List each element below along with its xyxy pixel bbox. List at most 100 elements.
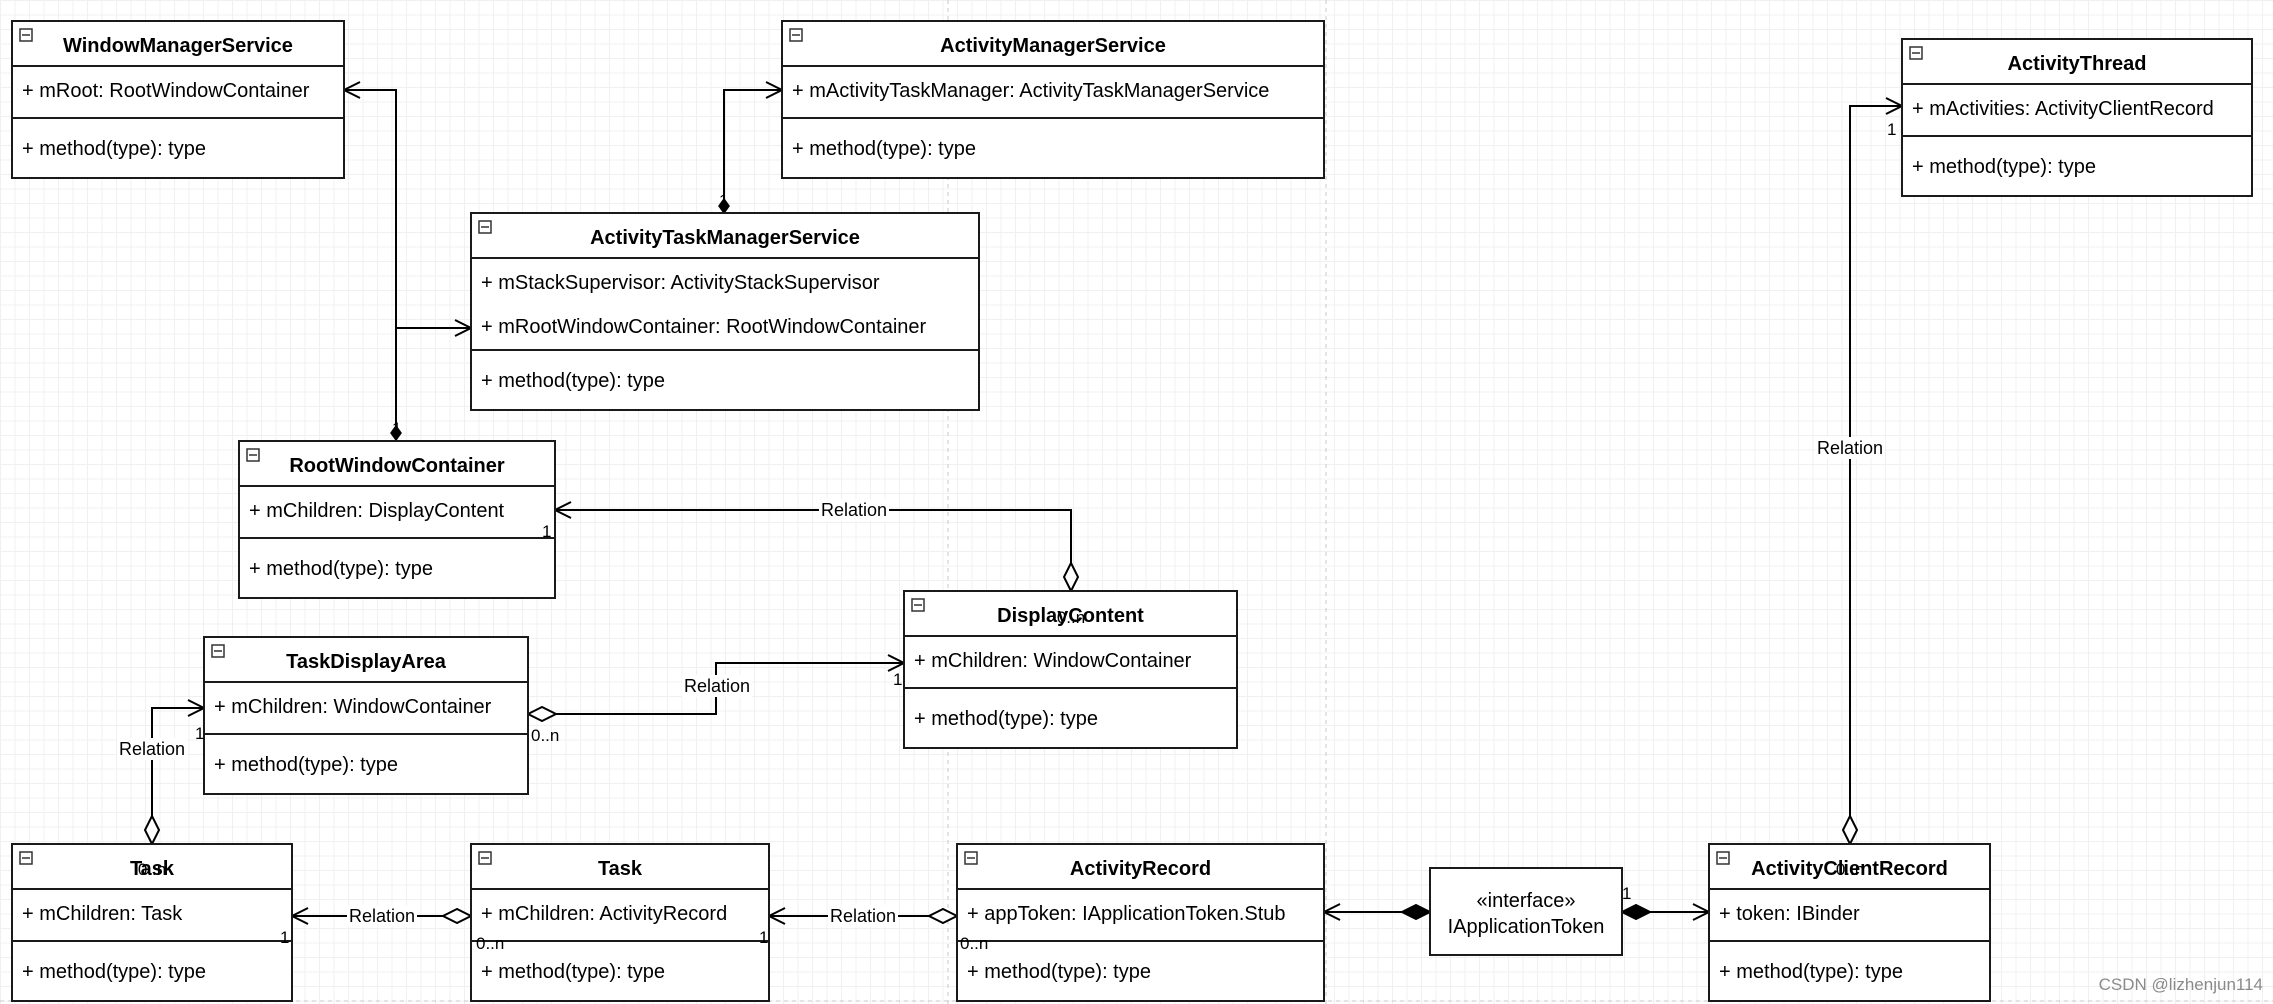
multiplicity-label: 0..n [960, 934, 988, 953]
class-method: + method(type): type [214, 754, 398, 776]
interface-name: IApplicationToken [1448, 916, 1605, 938]
class-title: Task [130, 858, 175, 880]
svg-text:Relation: Relation [1817, 438, 1883, 458]
class-box-frame [203, 636, 529, 795]
class-method: + method(type): type [249, 558, 433, 580]
collapse-toggle-icon[interactable] [1909, 46, 1923, 60]
class-box[interactable]: ActivityRecord+ appToken: IApplicationTo… [956, 843, 1325, 1002]
class-attribute: + mChildren: WindowContainer [914, 650, 1192, 672]
class-method: + method(type): type [1719, 961, 1903, 983]
class-box[interactable]: Task + mChildren: ActivityRecord + method(… [470, 843, 770, 1002]
multiplicity-label: 1 [719, 191, 728, 210]
relation-line[interactable] [1850, 106, 1902, 844]
class-box-frame [781, 20, 1325, 179]
svg-text:Relation: Relation [684, 676, 750, 696]
multiplicity-label: 1 [759, 928, 768, 947]
relation-label: Relation [1814, 437, 1886, 459]
multiplicity-label: 1 [280, 928, 289, 947]
class-method: + method(type): type [481, 961, 665, 983]
class-title: WindowManagerService [63, 35, 293, 57]
class-box-frame [11, 20, 345, 179]
class-box-frame [470, 212, 980, 411]
collapse-toggle-icon[interactable] [211, 644, 225, 658]
class-attribute: + mRootWindowContainer: RootWindowContai… [481, 316, 927, 338]
class-box[interactable]: TaskDisplayArea+ mChildren: WindowContai… [203, 636, 529, 795]
class-box-frame [470, 843, 770, 1002]
class-box[interactable]: ActivityClientRecord+ token: IBinder+ me… [1708, 843, 1991, 1002]
watermark: CSDN @lizhenjun114 [2099, 975, 2263, 994]
class-attribute: + mChildren: ActivityRecord [481, 903, 727, 925]
class-box[interactable]: WindowManagerService + mRoot: RootWindowC… [11, 20, 345, 179]
multiplicity-label: 0..n [138, 860, 166, 879]
interface-iapplicationtoken[interactable]: «interface» IApplicationToken [1429, 867, 1623, 956]
class-box[interactable]: ActivityTaskManagerService + mStackSuperv… [470, 212, 980, 411]
interface-stereotype: «interface» [1477, 890, 1576, 912]
multiplicities: 1111111110..n0..n0..n0..n0..n0..n1 [138, 120, 1897, 953]
class-attribute: + mChildren: DisplayContent [249, 500, 505, 522]
class-method: + method(type): type [792, 138, 976, 160]
class-box-frame [1901, 38, 2253, 197]
class-method: + method(type): type [481, 370, 665, 392]
multiplicity-label: 0..n [1057, 608, 1085, 627]
class-method: + method(type): type [22, 138, 206, 160]
multiplicity-label: 1 [392, 419, 401, 438]
class-attribute: + mActivities: ActivityClientRecord [1912, 98, 2214, 120]
relation-line[interactable] [724, 90, 782, 213]
multiplicity-label: 1 [1622, 884, 1631, 903]
collapse-toggle-icon[interactable] [911, 598, 925, 612]
class-attribute: + mStackSupervisor: ActivityStackSupervi… [481, 272, 880, 294]
svg-text:Relation: Relation [349, 906, 415, 926]
relation-label: Relation [346, 905, 418, 927]
class-box[interactable]: ActivityManagerService + mActivityTaskMan… [781, 20, 1325, 179]
collapse-toggle-icon[interactable] [19, 28, 33, 42]
class-method: + method(type): type [1912, 156, 2096, 178]
collapse-toggle-icon[interactable] [1716, 851, 1730, 865]
collapse-toggle-icon[interactable] [789, 28, 803, 42]
class-method: + method(type): type [967, 961, 1151, 983]
class-method: + method(type): type [914, 708, 1098, 730]
class-attribute: + mActivityTaskManager: ActivityTaskMana… [792, 80, 1269, 102]
relation-label: Relation [681, 675, 753, 697]
class-box[interactable]: ActivityThread + mActivities: ActivityCli… [1901, 38, 2253, 197]
class-boxes: WindowManagerService + mRoot: RootWindowC… [11, 20, 2253, 1002]
collapse-toggle-icon[interactable] [19, 851, 33, 865]
class-title: Task [598, 858, 643, 880]
relation-label: Relation [827, 905, 899, 927]
relation-line[interactable] [344, 90, 396, 440]
collapse-toggle-icon[interactable] [478, 220, 492, 234]
class-title: DisplayContent [997, 605, 1144, 627]
relation-line[interactable] [555, 510, 1071, 591]
collapse-toggle-icon[interactable] [478, 851, 492, 865]
multiplicity-label: 0..n [476, 934, 504, 953]
class-title: RootWindowContainer [289, 455, 505, 477]
class-attribute: + mRoot: RootWindowContainer [22, 80, 310, 102]
relation-label: Relation [818, 499, 890, 521]
class-box[interactable]: Task+ mChildren: Task+ method(type): typ… [11, 843, 293, 1002]
class-title: ActivityThread [2008, 53, 2147, 75]
class-attribute: + appToken: IApplicationToken.Stub [967, 903, 1286, 925]
class-box-frame [11, 843, 293, 1002]
multiplicity-label: 1 [195, 724, 204, 743]
multiplicity-label: 0..n [531, 726, 559, 745]
collapse-toggle-icon[interactable] [246, 448, 260, 462]
class-box-frame [903, 590, 1238, 749]
interface-box [1429, 867, 1623, 956]
class-attribute: + mChildren: WindowContainer [214, 696, 492, 718]
multiplicity-label: 1 [542, 522, 551, 541]
class-title: ActivityTaskManagerService [590, 227, 860, 249]
class-box[interactable]: RootWindowContainer + mChildren: DisplayC… [238, 440, 556, 599]
class-box-frame [1708, 843, 1991, 1002]
relation-line[interactable] [152, 708, 204, 844]
class-box[interactable]: DisplayContent + mChildren: WindowContain… [903, 590, 1238, 749]
class-box-frame [956, 843, 1325, 1002]
class-title: ActivityManagerService [940, 35, 1166, 57]
class-attribute: + mChildren: Task [22, 903, 183, 925]
svg-text:Relation: Relation [821, 500, 887, 520]
class-box-frame [238, 440, 556, 599]
multiplicity-label: 1 [893, 670, 902, 689]
collapse-toggle-icon[interactable] [964, 851, 978, 865]
multiplicity-label: 1 [1887, 120, 1896, 139]
svg-text:Relation: Relation [830, 906, 896, 926]
